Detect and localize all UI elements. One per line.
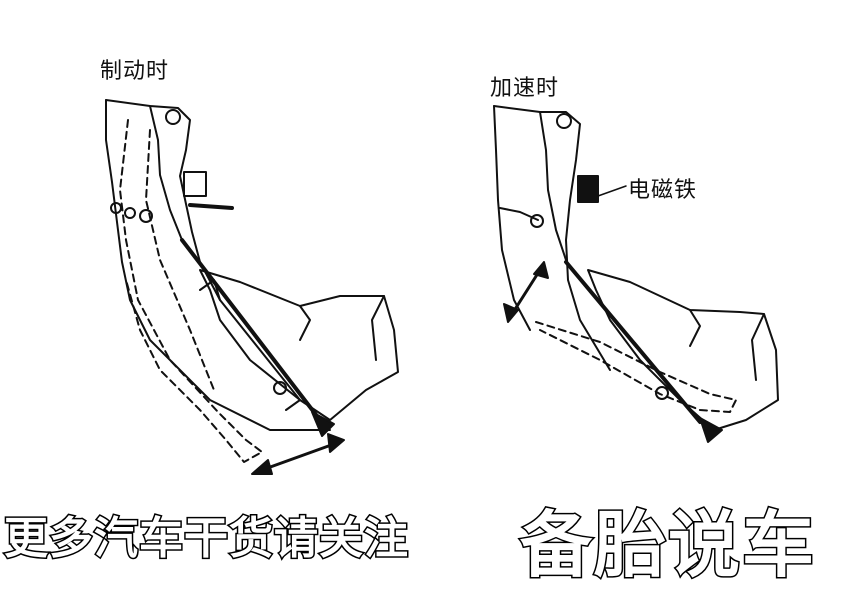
accelerating-illustration bbox=[493, 105, 779, 443]
follow-prompt-text: 更多汽车干货请关注 bbox=[3, 512, 410, 566]
braking-illustration bbox=[105, 99, 399, 475]
pedal-diagram-drawing bbox=[105, 99, 779, 475]
promo-banner: 更多汽车干货请关注 备胎说车 bbox=[0, 480, 852, 589]
braking-label: 制动时 bbox=[100, 59, 170, 84]
pedal-diagram: 制动时 加速时 电磁铁 bbox=[100, 59, 779, 475]
accelerating-label: 加速时 bbox=[490, 76, 560, 101]
channel-name-text: 备胎说车 bbox=[518, 502, 817, 589]
electromagnet-label: 电磁铁 bbox=[628, 178, 698, 203]
